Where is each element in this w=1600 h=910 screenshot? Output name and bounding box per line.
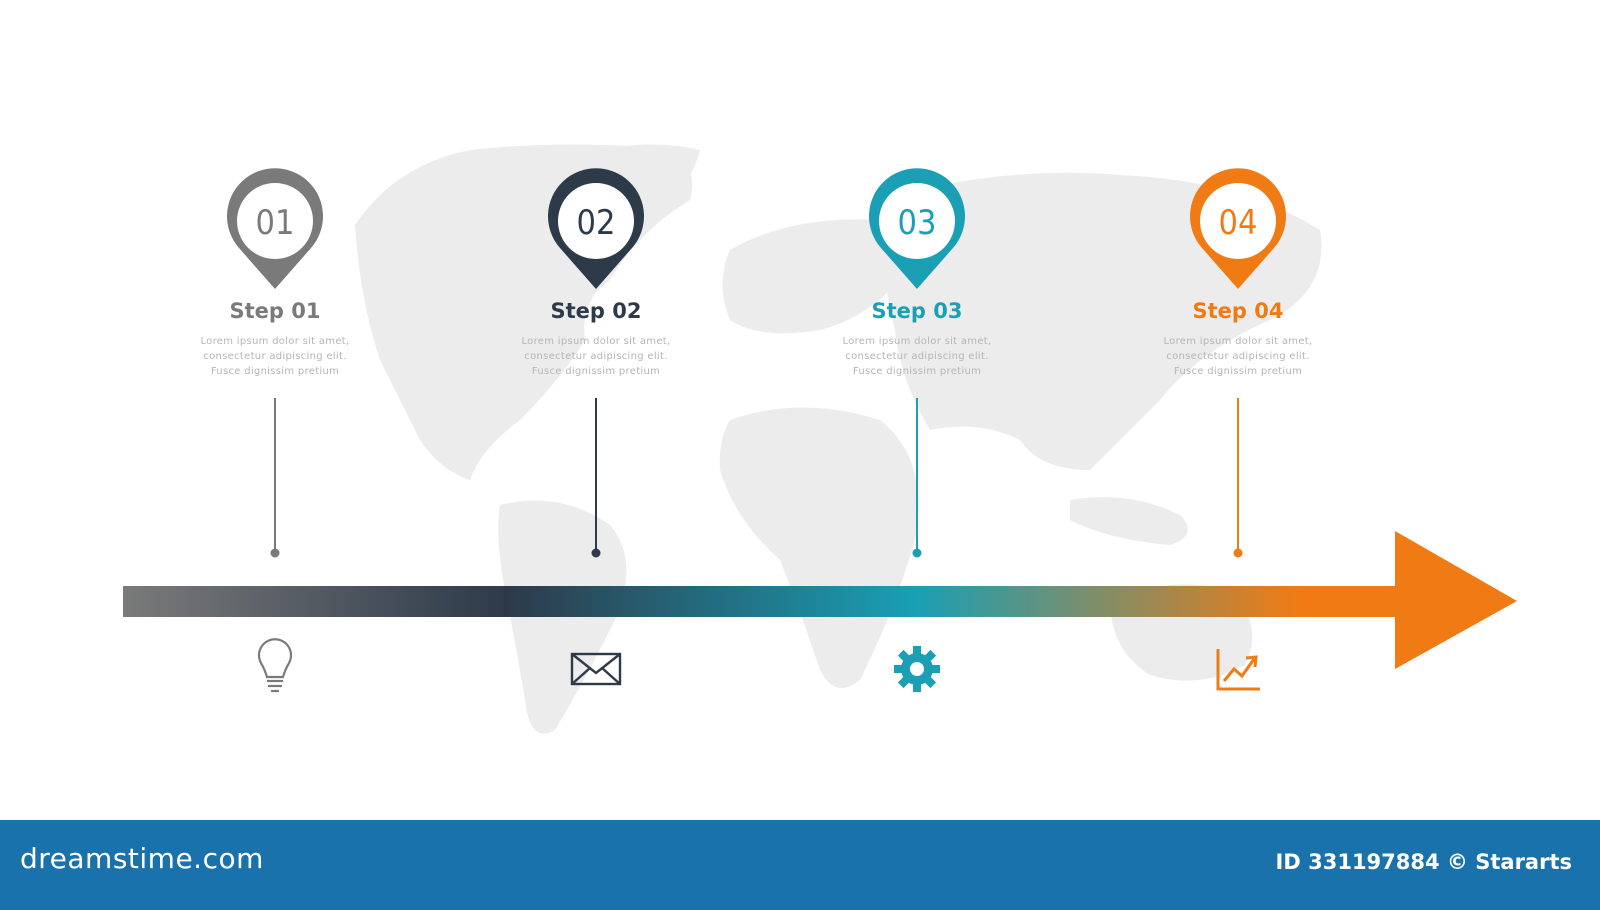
step-title: Step 01 xyxy=(230,299,321,323)
step-number: 04 xyxy=(1219,203,1258,243)
footer-bar: dreamstime.com ID 331197884 © Stararts xyxy=(0,820,1600,910)
step-description-line: Fusce dignissim pretium xyxy=(1174,366,1302,377)
step-title: Step 04 xyxy=(1193,299,1284,323)
envelope-icon xyxy=(570,652,622,686)
lightbulb-icon xyxy=(257,638,293,693)
step-description-line: Fusce dignissim pretium xyxy=(532,366,660,377)
location-pin-icon: 04 xyxy=(1190,168,1286,289)
connector-dot xyxy=(270,548,280,558)
footer-image-id: ID 331197884 © Stararts xyxy=(1275,850,1572,874)
world-map-background xyxy=(355,144,1322,734)
connector-dot xyxy=(1233,548,1243,558)
step-description-line: Fusce dignissim pretium xyxy=(853,366,981,377)
step-description-line: consectetur adipiscing elit. xyxy=(1166,351,1309,362)
step-description-line: Lorem ipsum dolor sit amet, xyxy=(521,336,670,347)
step-title: Step 03 xyxy=(872,299,963,323)
location-pin-icon: 01 xyxy=(227,168,323,289)
step-title: Step 02 xyxy=(551,299,642,323)
arrow-head xyxy=(1395,531,1517,669)
step-number: 01 xyxy=(256,203,295,243)
step-number: 02 xyxy=(577,203,616,243)
step-description-line: Fusce dignissim pretium xyxy=(211,366,339,377)
growth-chart-icon xyxy=(1216,649,1260,691)
step-description-line: consectetur adipiscing elit. xyxy=(845,351,988,362)
step-description-line: Lorem ipsum dolor sit amet, xyxy=(1163,336,1312,347)
step-description-line: Lorem ipsum dolor sit amet, xyxy=(842,336,991,347)
timeline-arrow xyxy=(123,531,1517,669)
connector-dot xyxy=(591,548,601,558)
location-pin-icon: 03 xyxy=(869,168,966,289)
connector-dot xyxy=(912,548,922,558)
step-number: 03 xyxy=(898,203,937,243)
step-description-line: consectetur adipiscing elit. xyxy=(524,351,667,362)
location-pin-icon: 02 xyxy=(548,168,644,289)
gear-icon xyxy=(894,646,940,692)
arrow-shaft xyxy=(123,586,1403,617)
step-description-line: consectetur adipiscing elit. xyxy=(203,351,346,362)
step-description-line: Lorem ipsum dolor sit amet, xyxy=(200,336,349,347)
footer-logo: dreamstime.com xyxy=(20,842,264,875)
